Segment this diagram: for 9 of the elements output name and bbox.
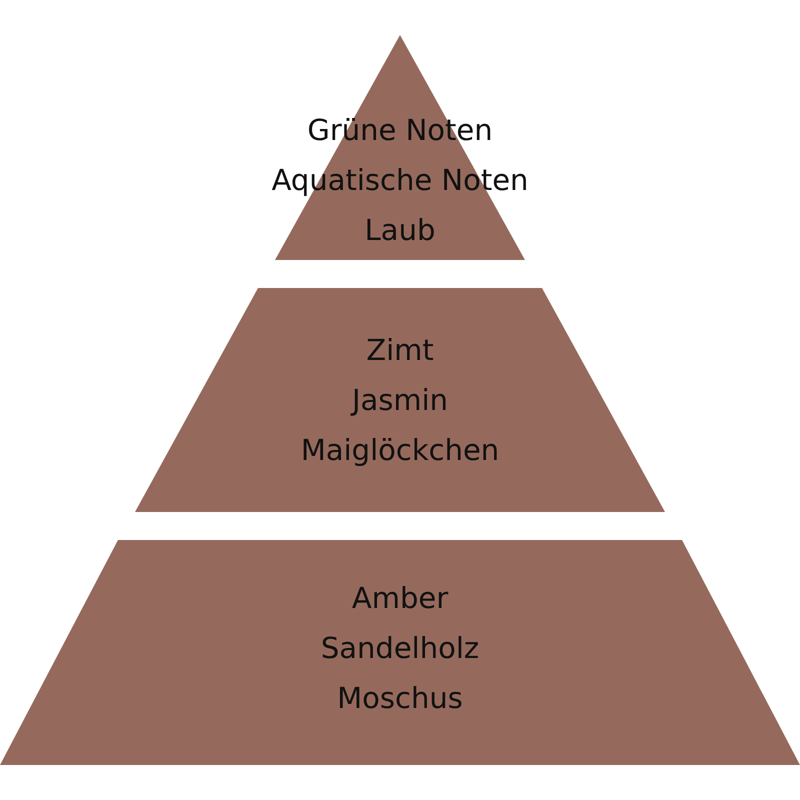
note-label: Amber (352, 580, 448, 617)
note-label: Jasmin (352, 382, 448, 419)
pyramid-tier (135, 288, 665, 512)
note-label: Maiglöckchen (300, 432, 500, 469)
note-label: Zimt (366, 332, 434, 369)
note-label: Laub (364, 212, 436, 249)
pyramid-tier (0, 540, 800, 765)
note-label: Moschus (337, 680, 463, 717)
note-label: Sandelholz (320, 630, 480, 667)
